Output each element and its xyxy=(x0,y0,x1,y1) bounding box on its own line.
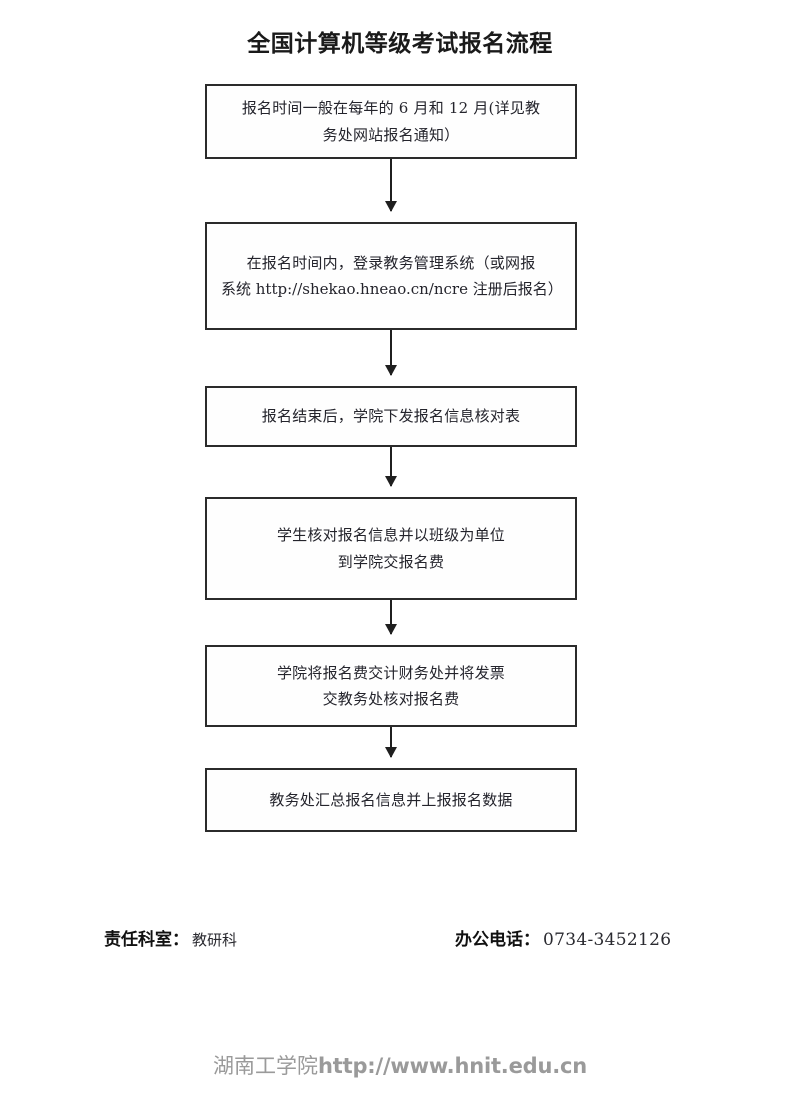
flow-node-text: 学院将报名费交计财务处并将发票 交教务处核对报名费 xyxy=(263,660,519,713)
flow-node-text: 报名时间一般在每年的 6 月和 12 月(详见教 务处网站报名通知） xyxy=(228,95,554,148)
flow-node-line-2: 交教务处核对报名费 xyxy=(322,690,460,708)
office-phone-label: 办公电话： xyxy=(455,930,540,950)
flow-node-text: 在报名时间内，登录教务管理系统（或网报 系统 http://shekao.hne… xyxy=(207,250,575,303)
page-watermark: 湖南工学院http://www.hnit.edu.cn xyxy=(0,1050,800,1080)
responsible-office-field: 责任科室：教研科 xyxy=(104,925,237,955)
flow-arrow-5-to-6 xyxy=(385,727,397,758)
office-phone-value: 0734-3452126 xyxy=(543,930,672,950)
watermark-url: http://www.hnit.edu.cn xyxy=(318,1054,587,1078)
flow-arrow-4-to-5 xyxy=(385,600,397,635)
flow-node-step-4: 学生核对报名信息并以班级为单位 到学院交报名费 xyxy=(205,497,577,600)
flow-node-line-1: 教务处汇总报名信息并上报报名数据 xyxy=(269,790,513,809)
office-phone-field: 办公电话：0734-3452126 xyxy=(455,925,671,955)
flow-node-line-2: 到学院交报名费 xyxy=(337,552,445,571)
flow-arrow-2-to-3 xyxy=(385,330,397,376)
responsible-office-label: 责任科室： xyxy=(104,930,189,950)
flow-arrow-3-to-4 xyxy=(385,447,397,487)
flow-node-line-1: 在报名时间内，登录教务管理系统（或网报 xyxy=(246,253,536,272)
flow-node-line-1: 报名结束后，学院下发报名信息核对表 xyxy=(261,407,521,426)
flow-node-step-5: 学院将报名费交计财务处并将发票 交教务处核对报名费 xyxy=(205,645,577,727)
flow-node-line-2: 系统 http://shekao.hneao.cn/ncre 注册后报名） xyxy=(221,280,563,298)
flow-node-step-3: 报名结束后，学院下发报名信息核对表 xyxy=(205,386,577,447)
flow-node-line-1: 学生核对报名信息并以班级为单位 xyxy=(276,526,505,545)
flow-node-step-2: 在报名时间内，登录教务管理系统（或网报 系统 http://shekao.hne… xyxy=(205,222,577,330)
flow-node-line-2: 务处网站报名通知） xyxy=(322,125,460,144)
flow-node-line-1: 报名时间一般在每年的 6 月和 12 月(详见教 xyxy=(241,99,541,118)
flow-node-text: 教务处汇总报名信息并上报报名数据 xyxy=(255,787,526,813)
document-footer: 责任科室：教研科 办公电话：0734-3452126 xyxy=(0,925,800,959)
flow-node-step-6: 教务处汇总报名信息并上报报名数据 xyxy=(205,768,577,832)
flow-node-step-1: 报名时间一般在每年的 6 月和 12 月(详见教 务处网站报名通知） xyxy=(205,84,577,159)
page-title: 全国计算机等级考试报名流程 xyxy=(247,31,553,57)
flow-node-line-1: 学院将报名费交计财务处并将发票 xyxy=(276,663,505,682)
flow-node-text: 报名结束后，学院下发报名信息核对表 xyxy=(248,403,534,429)
watermark-institution: 湖南工学院 xyxy=(213,1054,319,1078)
flow-node-text: 学生核对报名信息并以班级为单位 到学院交报名费 xyxy=(263,522,519,575)
flow-arrow-1-to-2 xyxy=(385,159,397,212)
responsible-office-value: 教研科 xyxy=(192,931,238,949)
